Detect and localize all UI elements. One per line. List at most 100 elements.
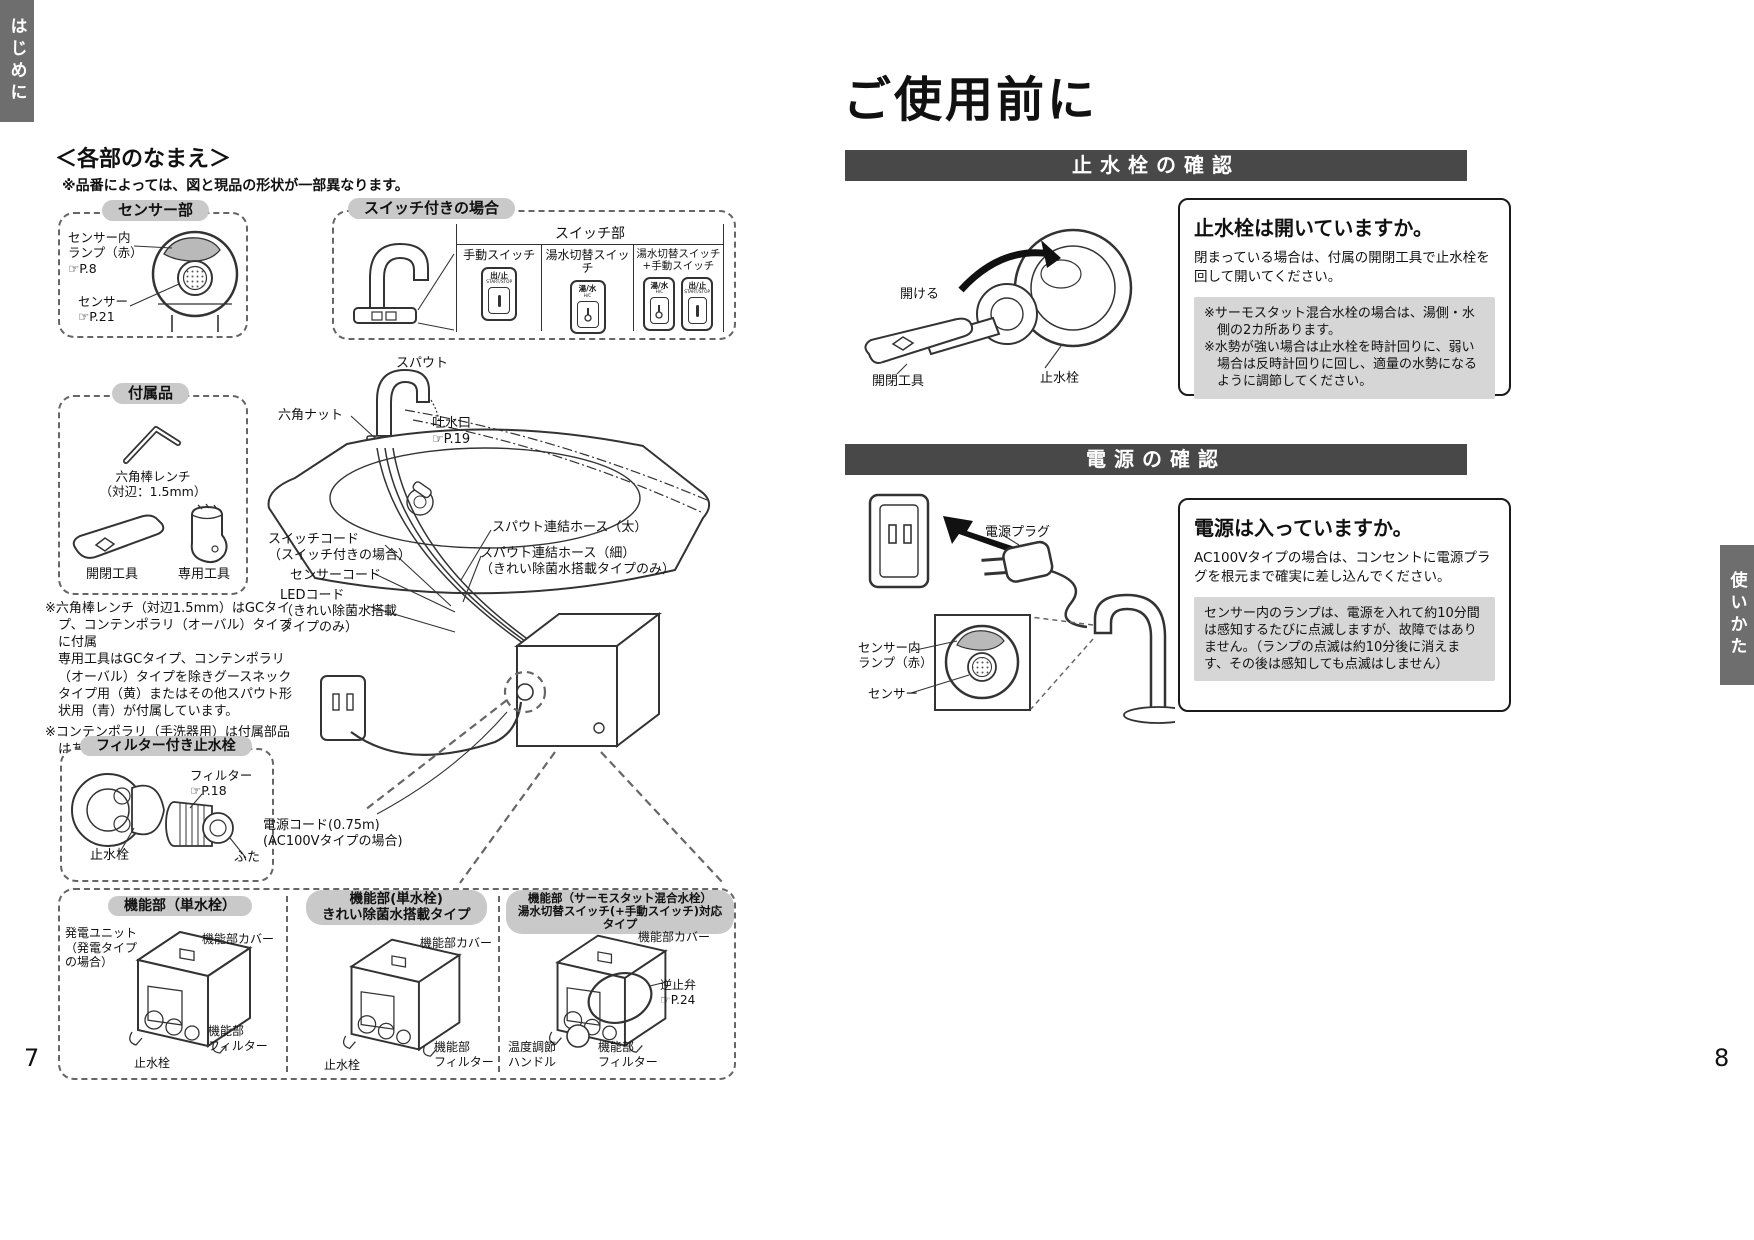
cap-label: ふた: [234, 850, 261, 865]
func-s1-title: 機能部（単水栓）: [108, 896, 252, 917]
main-installation-drawing: [267, 368, 724, 884]
sensor-label: センサー ☞P.21: [78, 294, 129, 325]
right-page-title: ご使用前に: [843, 72, 1099, 128]
open-direction-label: 開ける: [900, 287, 940, 302]
note-line: 専用工具はGCタイプ、コンテンポラリ（オーバル）タイプを除きグースネックタイプ用…: [58, 652, 293, 719]
valve-check-card-note: ※サーモスタット混合水栓の場合は、湯側・水側の2カ所あります。 ※水勢が強い場合…: [1194, 296, 1495, 399]
stop-valve-label: 止水栓: [1040, 371, 1080, 386]
btn-hc-text: 湯/水: [650, 281, 669, 291]
page-number-right: 8: [1714, 1044, 1730, 1072]
func-cover-label: 機能部カバー: [420, 936, 493, 950]
btn-stop-subtext: START/STOP: [684, 289, 711, 295]
hotcold-switch-icon: 湯/水 H/C: [569, 280, 606, 335]
switch-table: スイッチ部 手動スイッチ 出/止 START/STOP 湯水切替スイッチ 湯/水: [456, 224, 724, 335]
sensor-label: センサー: [868, 686, 919, 701]
gen-unit-label: 発電ユニット （発電タイプ の場合）: [65, 926, 138, 970]
func-s3-title: 機能部（サーモスタット混合水栓） 湯水切替スイッチ(+手動スイッチ)対応タイプ: [506, 890, 734, 934]
switch-type-box: スイッチ付きの場合 スイッチ部 手動スイッチ 出/止 START/STOP: [332, 198, 736, 340]
function-units-box: 機能部（単水栓） 発電ユニット （発電タイプ の場合） 機能部カバー 機能部 フ…: [58, 888, 736, 1080]
switch-table-header: スイッチ部: [555, 226, 625, 242]
hose-thin-label: スパウト連結ホース（細） （きれい除菌水搭載タイプのみ）: [480, 546, 676, 577]
check-valve-highlight: [566, 972, 667, 1048]
func-s2-title: 機能部(単水栓) きれい除菌水搭載タイプ: [306, 890, 487, 926]
note-line: センサー内のランプは、電源を入れて約10分間は感知するたびに点滅しますが、故障で…: [1204, 605, 1480, 673]
section-bar-power-check: 電源の確認: [845, 444, 1467, 475]
hex-nut-label: 六角ナット: [278, 408, 344, 423]
func-valve-label: 止水栓: [324, 1058, 361, 1072]
power-check-drawing: [868, 493, 1175, 724]
manual-switch-icon: 出/止 START/STOP: [481, 267, 518, 322]
power-check-card: 電源は入っていますか。 AC100Vタイプの場合は、コンセントに電源プラグを根元…: [1178, 498, 1511, 712]
opening-tool-label: 開閉工具: [86, 567, 139, 582]
btn-hc-text: 湯/水: [578, 284, 597, 294]
sensor-lamp-label: センサー内 ランプ（赤）: [858, 640, 933, 671]
check-valve-label: 逆止弁 ☞P.24: [660, 978, 697, 1007]
btn-hc-subtext: H/C: [655, 289, 664, 295]
valve-check-card: 止水栓は開いていますか。 閉まっている場合は、付属の開閉工具で止水栓を回して開い…: [1178, 198, 1511, 399]
spout-label: スパウト: [396, 356, 449, 371]
hose-thick-label: スパウト連結ホース（太）: [492, 520, 648, 535]
special-tool-drawing: [190, 503, 228, 564]
func-filter-label: 機能部 フィルター: [598, 1040, 658, 1069]
switch-box-title: スイッチ付きの場合: [348, 198, 516, 220]
left-section-title: ＜各部のなまえ＞: [55, 147, 232, 172]
note-line: ※サーモスタット混合水栓の場合は、湯側・水側の2カ所あります。: [1204, 305, 1475, 338]
switch-col-hotcold: 湯水切替スイッチ 湯/水 H/C: [541, 245, 632, 335]
hotcold-switch-icon: 湯/水 H/C: [643, 277, 676, 332]
accessories-box-title: 付属品: [112, 383, 190, 405]
sensor-cord-label: センサーコード: [290, 568, 382, 583]
btn-stop-text: 出/止: [688, 281, 707, 291]
side-tab-tsukaikata: 使いかた: [1720, 545, 1754, 685]
side-tab-hajimeni: はじめに: [0, 0, 34, 122]
stop-glyph: [695, 304, 699, 317]
filter-label: フィルター ☞P.18: [190, 768, 253, 799]
filter-valve-box: フィルター付き止水栓 フィルター ☞P.18 止水栓 ふた: [60, 736, 274, 882]
power-check-card-body: AC100Vタイプの場合は、コンセントに電源プラグを根元まで確実に差し込んでくだ…: [1194, 550, 1491, 585]
filter-valve-box-title: フィルター付き止水栓: [80, 736, 252, 757]
hex-wrench-drawing: [123, 426, 181, 464]
valve-label: 止水栓: [90, 848, 130, 863]
thermometer-glyph: [583, 308, 592, 322]
btn-hc-subtext: H/C: [583, 293, 592, 299]
thermometer-glyph: [655, 304, 663, 319]
temp-handle-label: 温度調節 ハンドル: [508, 1040, 557, 1069]
side-tab-label: はじめに: [6, 17, 27, 105]
btn-stop-subtext: START/STOP: [486, 279, 513, 286]
btn-stop-text: 出/止: [490, 271, 509, 281]
power-check-card-title: 電源は入っていますか。: [1194, 516, 1413, 540]
sensor-face-drawing: [129, 230, 239, 332]
sensor-part-box: センサー部 センサー内 ランプ（赤） ☞P.8 センサー ☞P.21: [58, 200, 248, 338]
func-valve-label: 止水栓: [134, 1056, 171, 1070]
switch-col-hotcold-label: 湯水切替スイッチ: [545, 248, 630, 276]
note-line: ※水勢が強い場合は止水栓を時計回りに、弱い場合は反時計回りに回し、適量の水勢にな…: [1204, 340, 1478, 390]
switch-cord-label: スイッチコード （スイッチ付きの場合）: [268, 532, 412, 563]
valve-check-card-title: 止水栓は開いていますか。: [1194, 216, 1433, 240]
water-outlet-label: 吐水口 ☞P.19: [432, 416, 472, 447]
page-number-left: 7: [24, 1044, 40, 1072]
stop-valve-drawing: [864, 228, 1133, 375]
note-line: ※六角棒レンチ（対辺1.5mm）はGCタイプ、コンテンポラリ（オーバル）タイプに…: [45, 601, 292, 651]
side-tab-label: 使いかた: [1726, 571, 1747, 659]
func-filter-label: 機能部 フィルター: [434, 1040, 494, 1069]
switch-faucet-drawing: [353, 242, 455, 331]
function-units-divider: [498, 896, 500, 1072]
left-section-note: ※品番によっては、図と現品の形状が一部異なります。: [62, 178, 409, 194]
opening-tool-label: 開閉工具: [872, 374, 925, 389]
switch-col-combined-label: 湯水切替スイッチ +手動スイッチ: [636, 248, 721, 272]
special-tool-label: 専用工具: [178, 567, 231, 582]
led-cord-label: LEDコード （きれい除菌水搭載 タイプのみ）: [280, 588, 398, 635]
switch-col-combined: 湯水切替スイッチ +手動スイッチ 湯/水 H/C 出/止: [632, 245, 723, 332]
opening-tool-drawing: [72, 514, 165, 559]
function-units-divider: [286, 896, 288, 1072]
func-filter-label: 機能部 フィルター: [208, 1024, 268, 1053]
power-plug-label: 電源プラグ: [985, 525, 1051, 540]
sensor-box-title: センサー部: [102, 200, 210, 222]
switch-col-manual: 手動スイッチ 出/止 START/STOP: [457, 245, 541, 331]
section-bar-valve-check: 止水栓の確認: [845, 150, 1467, 181]
func-cover-label: 機能部カバー: [638, 930, 711, 944]
sensor-lamp-label: センサー内 ランプ（赤） ☞P.8: [68, 230, 143, 276]
filter-valve-drawing: [71, 773, 247, 859]
power-cord-label: 電源コード(0.75m) (AC100Vタイプの場合): [263, 818, 403, 849]
valve-check-card-body: 閉まっている場合は、付属の開閉工具で止水栓を回して開いてください。: [1194, 250, 1490, 285]
hex-wrench-label: 六角棒レンチ （対辺：1.5mm）: [99, 469, 207, 500]
